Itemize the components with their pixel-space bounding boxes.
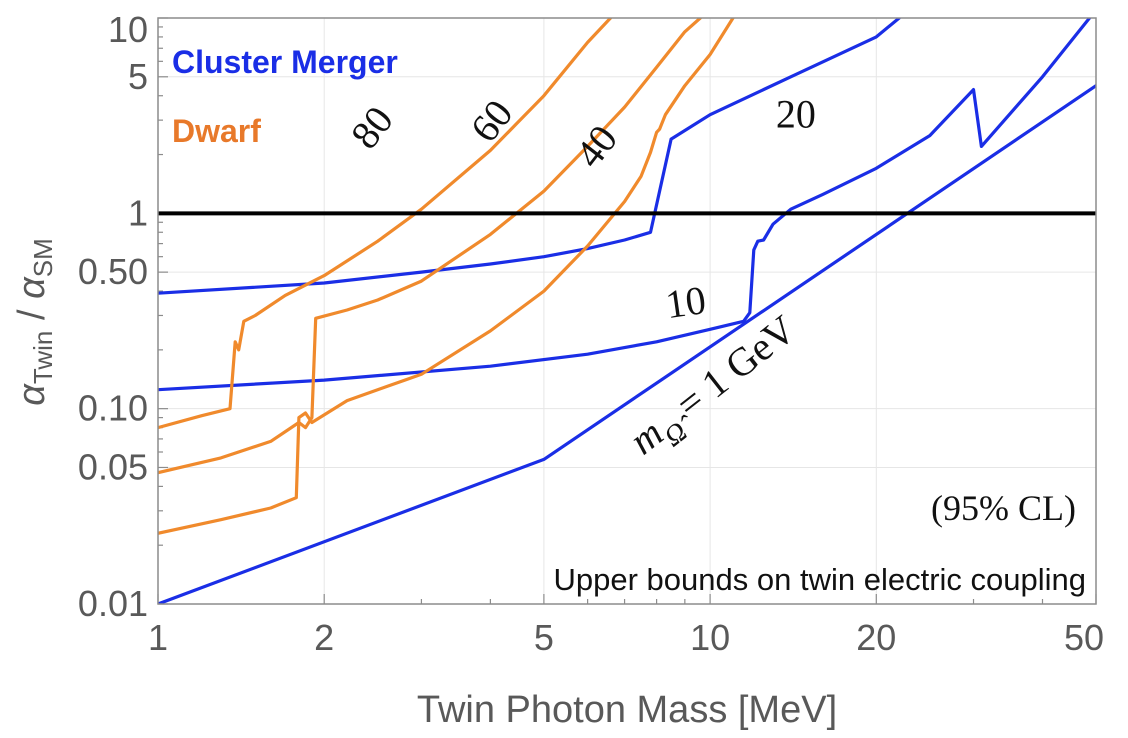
y-tick-label-1: 0.05 [78,446,148,487]
x-tick-label-3: 10 [690,617,730,658]
series-cluster-20 [158,18,901,295]
series-dwarf-80 [158,18,613,430]
y-axis-title: αTwin / αSM [11,238,58,406]
legend-dwarf: Dwarf [172,113,261,149]
legend-cluster-merger: Cluster Merger [172,44,398,80]
x-tick-label-1: 2 [314,617,334,658]
series-cluster-10 [158,18,1092,392]
y-axis-ticks [158,17,168,605]
series-cluster-m1GeV [158,84,1096,604]
curve-label-60: 60 [461,91,521,150]
curve-label-40: 40 [566,117,626,176]
y-label-sub-sm: SM [28,238,58,277]
curve-label-20: 20 [776,92,816,137]
x-tick-labels: 1 2 5 10 20 50 [148,617,1104,658]
x-tick-label-5: 50 [1064,617,1104,658]
curve-labels: 80 60 40 20 10 [342,91,816,327]
y-tick-label-4: 1 [128,192,148,233]
plot-frame [157,17,1097,605]
series-dwarf-40 [158,18,735,535]
y-tick-label-5: 5 [128,56,148,97]
x-tick-label-4: 20 [856,617,896,658]
y-tick-label-2: 0.10 [78,388,148,429]
x-tick-label-2: 5 [534,617,554,658]
series-dwarf-60 [158,18,702,475]
curve-label-10: 10 [663,277,709,327]
confidence-level-note: (95% CL) [931,488,1076,528]
curve-label-80: 80 [342,98,402,157]
y-label-sep: / [11,299,53,331]
x-axis-title: Twin Photon Mass [MeV] [417,689,837,731]
series-group [158,18,1096,604]
x-tick-label-0: 1 [148,617,168,658]
y-label-alpha: α [11,383,53,406]
y-tick-labels: 0.01 0.05 0.10 0.50 1 5 10 [78,9,148,624]
y-tick-label-0: 0.01 [78,583,148,624]
y-tick-label-6: 10 [108,9,148,50]
y-label-alpha2: α [11,276,53,299]
caption-note: Upper bounds on twin electric coupling [554,562,1086,597]
y-label-sub-twin: Twin [28,331,58,384]
y-tick-label-3: 0.50 [78,251,148,292]
